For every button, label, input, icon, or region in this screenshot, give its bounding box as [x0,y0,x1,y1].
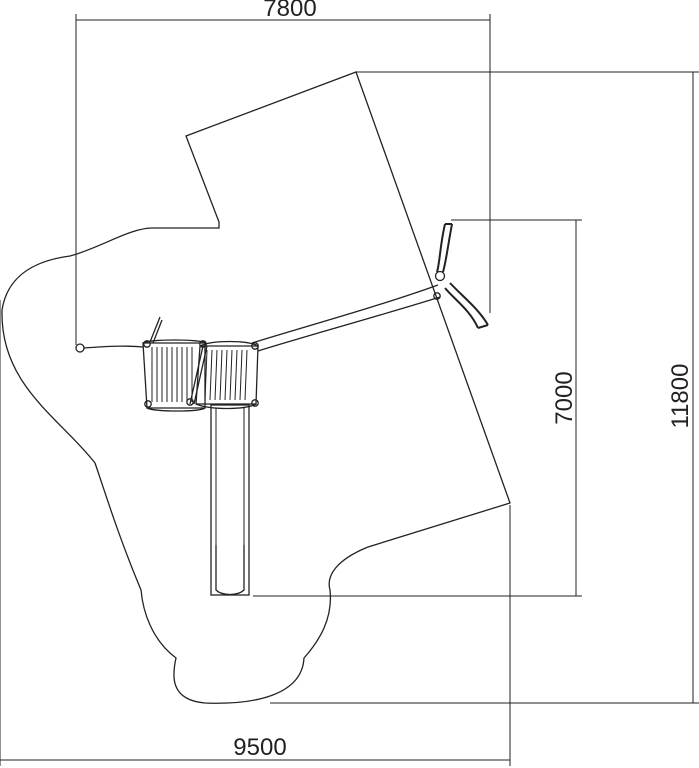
tower [142,339,259,412]
slide [210,404,250,596]
rope-post [75,316,163,353]
dimension-top-label: 7800 [263,0,316,22]
swing-frame [433,223,489,329]
dimension-right-inner: 7000 [253,219,582,597]
dimension-right-inner-label: 7000 [551,371,578,424]
dimension-bottom: 9500 [0,300,511,766]
dimension-right-outer: 11800 [270,71,699,704]
safety-zone-outline [1,71,511,704]
beam [251,284,441,352]
dimension-right-outer-label: 11800 [667,364,694,429]
dimension-top: 7800 [75,0,491,345]
dimension-bottom-label: 9500 [233,734,286,761]
